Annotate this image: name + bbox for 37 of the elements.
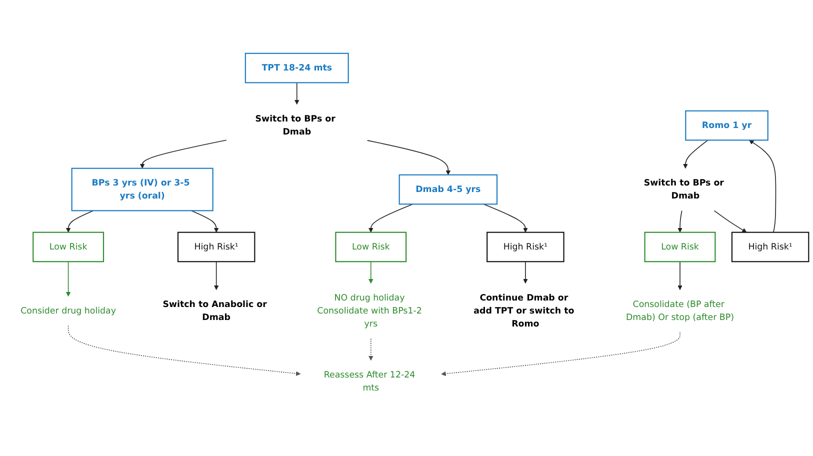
arrow xyxy=(748,140,776,233)
node-box: Dmab 4-5 yrs xyxy=(398,174,498,205)
node-box: High Risk¹ xyxy=(486,232,564,262)
arrow xyxy=(368,204,414,233)
node-box: TPT 18-24 mts xyxy=(244,52,349,84)
arrow xyxy=(294,82,300,105)
node-text: Reassess After 12-24 mts xyxy=(324,370,416,393)
node-box: BPs 3 yrs (IV) or 3-5 yrs (oral) xyxy=(71,168,214,212)
arrow xyxy=(523,261,528,284)
node-box: Low Risk xyxy=(32,232,104,262)
arrow xyxy=(140,140,227,169)
arrow xyxy=(66,210,94,233)
node-text: Consolidate (BP after Dmab) Or stop (after BP) xyxy=(626,299,734,322)
arrow xyxy=(68,325,301,376)
node-text: Switch to BPs or Dmab xyxy=(644,178,724,201)
node-box: Low Risk xyxy=(335,232,407,262)
node-text: Switch to BPs or Dmab xyxy=(255,114,336,137)
node-box: Low Risk xyxy=(644,232,716,262)
arrow xyxy=(368,261,374,284)
arrow xyxy=(483,204,528,233)
node-text: Continue Dmab or add TPT or switch to Romo xyxy=(474,292,574,329)
node-text: NO drug holiday Consolidate with BPs1-2 yrs xyxy=(317,292,422,329)
arrow xyxy=(683,140,708,169)
arrow xyxy=(678,210,682,233)
node-box: High Risk¹ xyxy=(177,232,256,262)
arrow xyxy=(441,332,680,376)
node-text: Switch to Anabolic or Dmab xyxy=(162,299,267,322)
arrow xyxy=(678,261,682,290)
arrow xyxy=(190,210,219,233)
arrow xyxy=(214,261,219,290)
arrow xyxy=(368,338,374,361)
arrow xyxy=(366,140,451,176)
node-text: Consider drug holiday xyxy=(20,306,116,316)
node-box: High Risk¹ xyxy=(731,232,810,262)
arrow xyxy=(66,261,71,297)
node-box: Romo 1 yr xyxy=(685,110,768,141)
arrow xyxy=(714,210,747,233)
